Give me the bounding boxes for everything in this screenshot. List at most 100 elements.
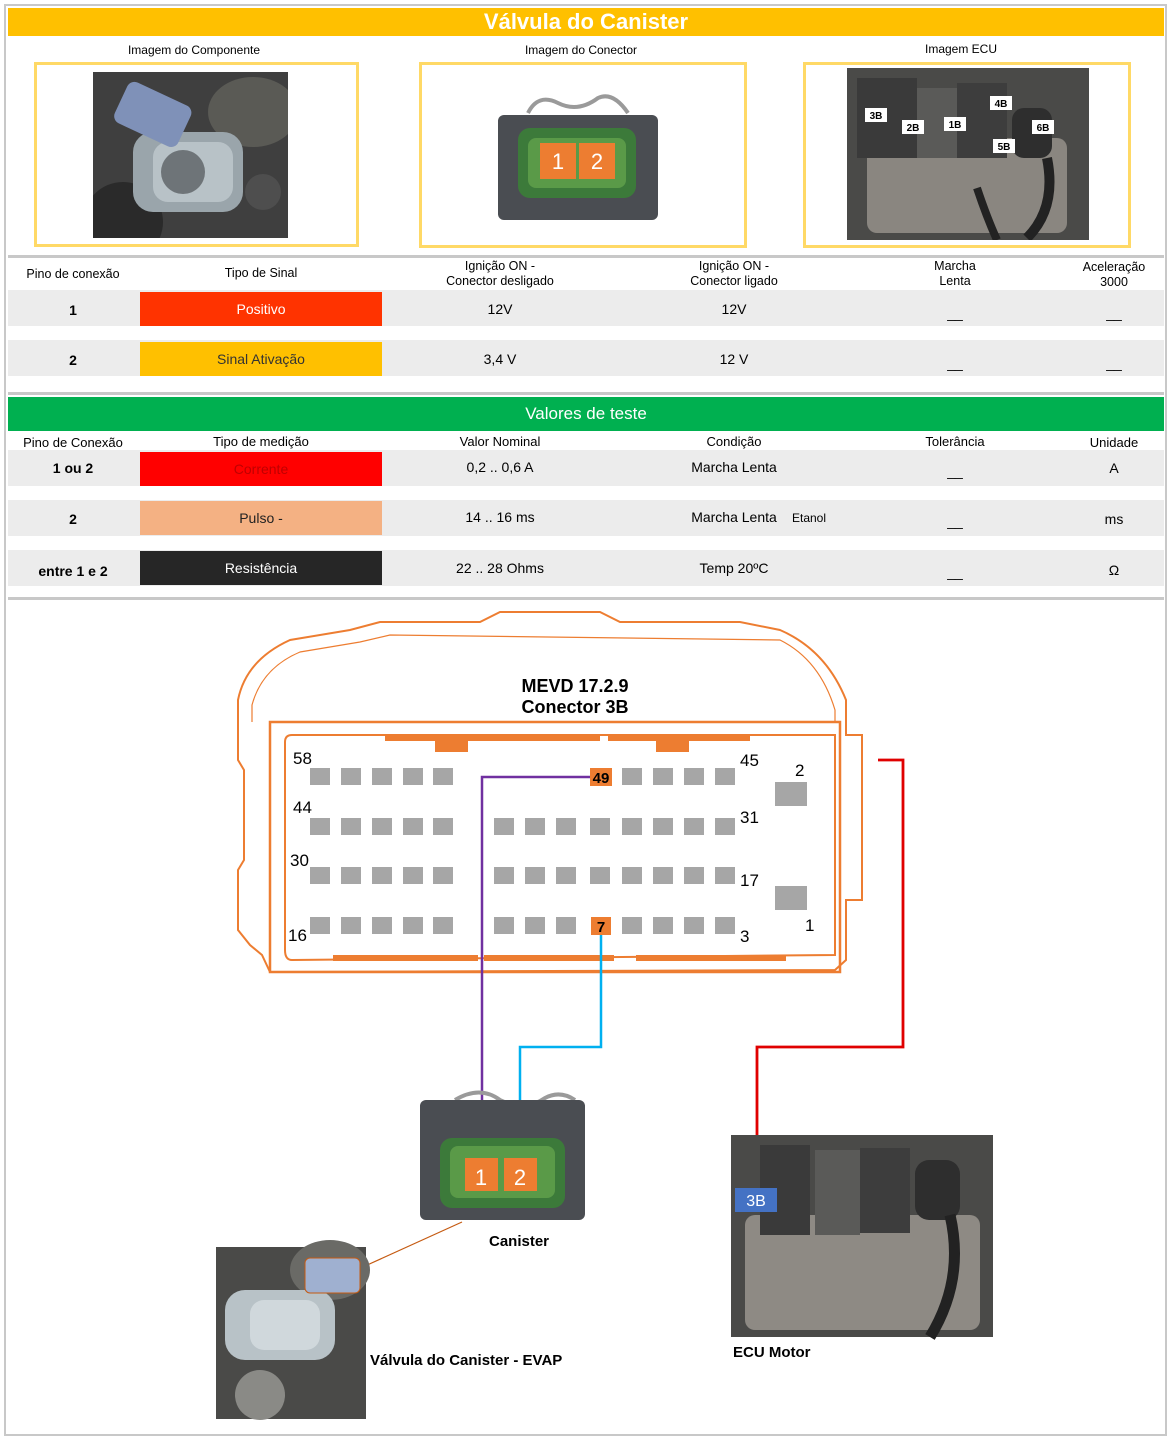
signal-row-1-accel: __: [1106, 305, 1122, 321]
pin-square: [715, 768, 735, 785]
pin-square: [653, 917, 673, 934]
red-wire: [755, 758, 905, 1175]
ecu-tag-4b: 4B: [995, 99, 1008, 110]
ecu-motor-photo: [731, 1135, 993, 1340]
pin-square: [590, 818, 610, 835]
signal-row-2-accel: __: [1106, 355, 1122, 371]
pin-1-block: [775, 886, 807, 910]
signal-row-1-type: Positivo: [140, 292, 382, 326]
pin-49-label: 49: [593, 770, 610, 787]
signal-header-idle: Marcha Lenta: [934, 259, 976, 288]
signal-row-1-off: 12V: [487, 301, 513, 317]
test-header-type: Tipo de medição: [213, 434, 309, 449]
pin-square: [433, 867, 453, 884]
signal-row-2-type: Sinal Ativação: [140, 342, 382, 376]
pin-square: [494, 917, 514, 934]
test-row-2-unit: ms: [1104, 511, 1124, 527]
test-row-3-unit: Ω: [1108, 562, 1120, 578]
pin-square: [684, 867, 704, 884]
pin-square: [494, 867, 514, 884]
pin-7-label: 7: [597, 919, 605, 936]
page-frame: [4, 4, 1167, 1436]
pin-square: [715, 867, 735, 884]
signal-row-2-on: 12 V: [719, 351, 749, 367]
pin-square: [622, 818, 642, 835]
test-row-1-pin: 1 ou 2: [52, 460, 94, 476]
signal-header-off: Ignição ON - Conector desligado: [446, 259, 554, 288]
pin-square: [341, 917, 361, 934]
ecu-connector-outline: [237, 611, 863, 974]
ecu-image-label: Imagem ECU: [924, 42, 998, 56]
pin-square: [372, 768, 392, 785]
pin-square: [341, 768, 361, 785]
signal-row-1-idle: __: [947, 305, 963, 321]
pin-square: [403, 867, 423, 884]
test-row-3-condition: Temp 20ºC: [699, 560, 769, 576]
test-row-3-tolerance: __: [947, 564, 963, 580]
pin-number-45: 45: [740, 751, 759, 770]
pin-number-3: 3: [740, 927, 749, 946]
ecu-motor-label: ECU Motor: [733, 1344, 811, 1361]
pin-2-block: [775, 782, 807, 806]
purple-wire: [480, 775, 590, 1185]
pin-7-highlight: [591, 917, 611, 935]
ecu-connector-body: [268, 720, 842, 974]
pin-number-31: 31: [740, 808, 759, 827]
connector-image-frame: 1 2: [419, 62, 747, 248]
ecu-tag-2b: 2B: [907, 123, 920, 134]
pin-square: [622, 768, 642, 785]
pin-square: [556, 818, 576, 835]
test-header-unit: Unidade: [1089, 435, 1139, 450]
test-row-2-condition: Marcha Lenta: [691, 509, 777, 525]
section-divider: [8, 597, 1164, 600]
pin-square: [715, 818, 735, 835]
connector-pin-1: 1: [552, 149, 564, 174]
pin-square: [433, 818, 453, 835]
pin-square: [403, 818, 423, 835]
canister-connector: 1 2: [420, 1090, 585, 1220]
signal-row-2-pin: 2: [69, 352, 77, 368]
component-image-label: Imagem do Componente: [127, 43, 261, 57]
signal-header-type: Tipo de Sinal: [224, 266, 298, 280]
signal-row-1-pin: 1: [69, 302, 77, 318]
pin-number-30: 30: [290, 851, 309, 870]
pin-square: [684, 768, 704, 785]
pin-square: [684, 818, 704, 835]
test-row-1-condition: Marcha Lenta: [691, 459, 777, 475]
pin-square: [372, 818, 392, 835]
test-header-tolerance: Tolerância: [925, 434, 985, 449]
pin-square: [494, 818, 514, 835]
component-photo: [93, 72, 288, 238]
test-header-nominal: Valor Nominal: [459, 434, 541, 449]
pin-number-16: 16: [288, 926, 307, 945]
pin-square: [715, 917, 735, 934]
pin-square: [372, 917, 392, 934]
connector-image-label: Imagem do Conector: [524, 43, 638, 57]
pin-square: [590, 867, 610, 884]
test-row-1-type: Corrente: [140, 452, 382, 486]
ecu-tag-6b: 6B: [1037, 123, 1050, 134]
pin-square: [556, 867, 576, 884]
test-row-2-pin: 2: [69, 511, 77, 527]
signal-header-accel: Aceleração 3000: [1082, 260, 1146, 289]
pin-square: [310, 917, 330, 934]
pin-square: [653, 768, 673, 785]
pin-square: [433, 917, 453, 934]
test-row-3-type: Resistência: [140, 551, 382, 585]
test-row-1-unit: A: [1109, 460, 1119, 476]
ecu-tag-1b: 1B: [949, 120, 962, 131]
pin-square: [403, 917, 423, 934]
ecu-tag-5b: 5B: [998, 142, 1011, 153]
test-row-2-tolerance: __: [947, 513, 963, 529]
section-divider: [8, 255, 1164, 258]
pin-square: [310, 768, 330, 785]
pin-grid: [310, 768, 735, 934]
pin-number-17: 17: [740, 871, 759, 890]
pin-square: [556, 917, 576, 934]
ecu-photo: 3B 2B 1B 4B 5B 6B: [847, 68, 1089, 240]
wiring-diagram: MEVD 17.2.9 Conector 3B 58 45 44 31 30 1…: [216, 611, 993, 1420]
test-row-2-nominal: 14 .. 16 ms: [465, 509, 535, 525]
ecu-image-frame: 3B 2B 1B 4B 5B 6B: [803, 62, 1131, 248]
pin-square: [341, 818, 361, 835]
test-row-3-nominal: 22 .. 28 Ohms: [456, 560, 544, 576]
